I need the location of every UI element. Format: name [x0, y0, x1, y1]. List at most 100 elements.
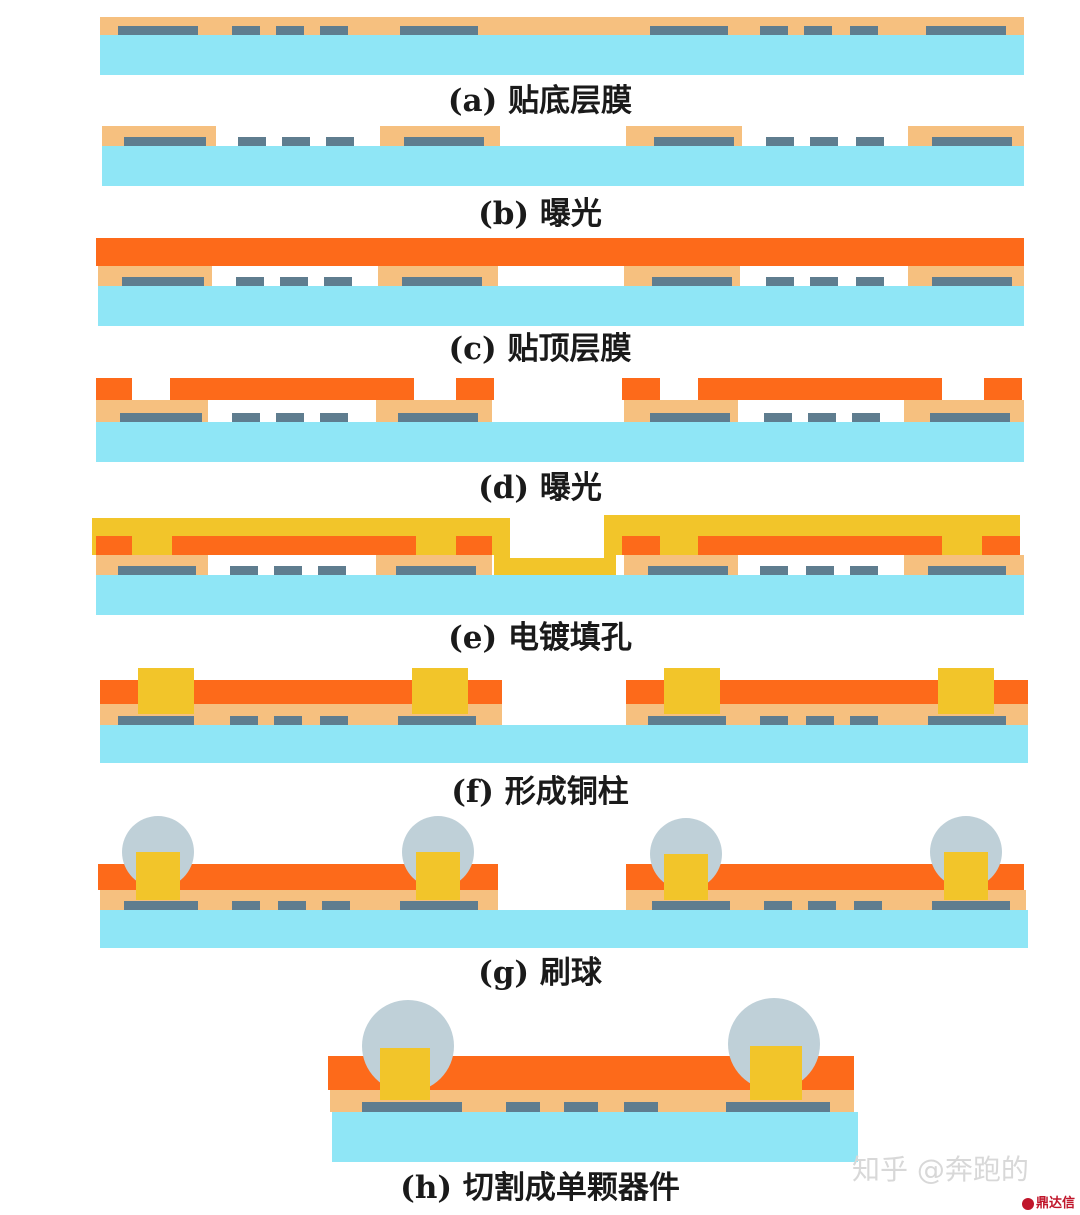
- trace: [282, 137, 310, 146]
- trace: [320, 26, 348, 35]
- trace: [760, 26, 788, 35]
- trace: [648, 716, 726, 725]
- trace: [232, 26, 260, 35]
- trace: [760, 566, 788, 575]
- trace: [122, 277, 204, 286]
- bottom-film: [626, 704, 1028, 725]
- step-caption: (c) 贴顶层膜: [448, 331, 632, 367]
- copper-pillar: [416, 852, 460, 900]
- substrate: [102, 146, 1024, 186]
- trace: [926, 26, 1006, 35]
- trace: [320, 413, 348, 422]
- trace: [118, 26, 198, 35]
- top-film: [170, 378, 414, 400]
- trace: [320, 716, 348, 725]
- copper-pillar: [938, 668, 994, 714]
- copper-plating: [494, 518, 510, 575]
- top-film: [982, 536, 1020, 555]
- substrate: [100, 35, 1024, 75]
- top-film: [96, 378, 132, 400]
- trace: [236, 277, 264, 286]
- trace: [764, 413, 792, 422]
- trace: [280, 277, 308, 286]
- copper-pillar: [664, 854, 708, 900]
- trace: [852, 413, 880, 422]
- trace: [322, 901, 350, 910]
- top-film: [172, 536, 416, 555]
- trace: [564, 1102, 598, 1112]
- top-film: [698, 378, 942, 400]
- trace: [624, 1102, 658, 1112]
- top-film: [622, 536, 660, 555]
- trace: [928, 716, 1006, 725]
- trace: [806, 716, 834, 725]
- trace: [808, 413, 836, 422]
- trace: [850, 716, 878, 725]
- trace: [856, 277, 884, 286]
- trace: [650, 413, 730, 422]
- trace: [324, 277, 352, 286]
- trace: [404, 137, 484, 146]
- trace: [398, 413, 478, 422]
- trace: [326, 137, 354, 146]
- trace: [274, 566, 302, 575]
- copper-plating: [494, 558, 616, 575]
- trace: [932, 137, 1012, 146]
- trace: [652, 277, 732, 286]
- top-film: [96, 536, 132, 555]
- substrate: [100, 725, 1028, 763]
- trace: [230, 566, 258, 575]
- substrate: [332, 1112, 858, 1162]
- trace: [766, 277, 794, 286]
- copper-plating: [604, 515, 616, 575]
- copper-pillar: [380, 1048, 430, 1100]
- copper-pillar: [664, 668, 720, 714]
- trace: [808, 901, 836, 910]
- step-caption: (e) 电镀填孔: [448, 620, 632, 656]
- trace: [850, 26, 878, 35]
- substrate: [96, 422, 1024, 462]
- trace: [400, 901, 478, 910]
- top-film: [96, 238, 1024, 266]
- trace: [276, 26, 304, 35]
- watermark: 知乎 @奔跑的: [852, 1153, 1029, 1186]
- trace: [402, 277, 482, 286]
- top-film: [698, 536, 942, 555]
- trace: [232, 413, 260, 422]
- trace: [854, 901, 882, 910]
- trace: [232, 901, 260, 910]
- step-caption: (h) 切割成单颗器件: [400, 1170, 680, 1206]
- trace: [120, 413, 202, 422]
- trace: [396, 566, 476, 575]
- trace: [124, 901, 198, 910]
- trace: [230, 716, 258, 725]
- trace: [362, 1102, 462, 1112]
- trace: [766, 137, 794, 146]
- trace: [400, 26, 478, 35]
- trace: [810, 137, 838, 146]
- trace: [726, 1102, 830, 1112]
- trace: [506, 1102, 540, 1112]
- step-caption: (b) 曝光: [478, 196, 602, 232]
- trace: [928, 566, 1006, 575]
- trace: [654, 137, 734, 146]
- trace: [932, 277, 1012, 286]
- top-film: [456, 378, 494, 400]
- trace: [274, 716, 302, 725]
- trace: [932, 901, 1010, 910]
- top-film: [984, 378, 1022, 400]
- brand-logo: 鼎达信: [1022, 1192, 1075, 1211]
- top-film: [622, 378, 660, 400]
- trace: [318, 566, 346, 575]
- trace: [118, 716, 194, 725]
- step-caption: (d) 曝光: [478, 470, 602, 506]
- substrate: [98, 286, 1024, 326]
- trace: [398, 716, 476, 725]
- trace: [764, 901, 792, 910]
- trace: [760, 716, 788, 725]
- trace: [652, 901, 730, 910]
- copper-pillar: [944, 852, 988, 900]
- trace: [806, 566, 834, 575]
- trace: [278, 901, 306, 910]
- copper-pillar: [138, 668, 194, 714]
